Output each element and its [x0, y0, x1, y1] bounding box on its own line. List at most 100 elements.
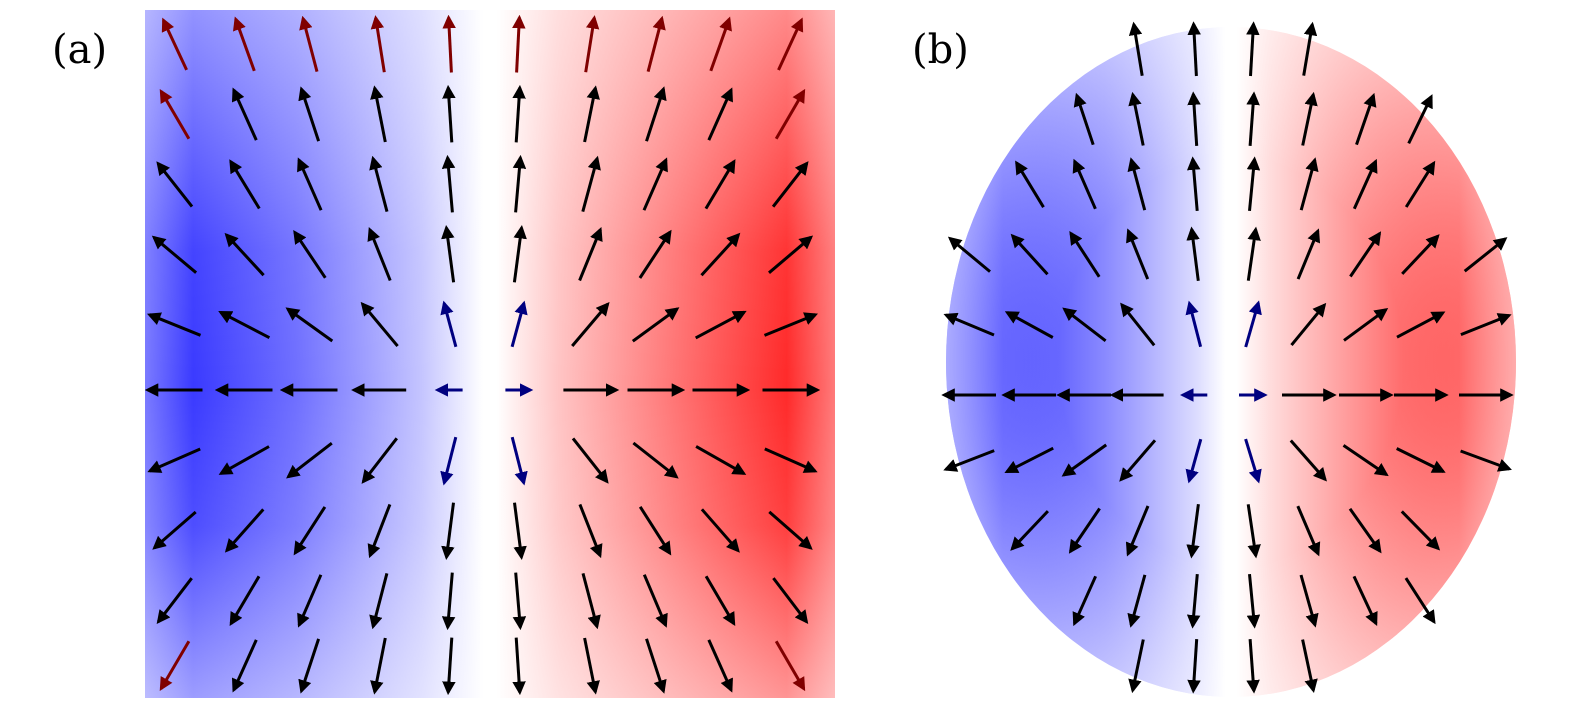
vector-arrow-icon	[638, 505, 672, 556]
vector-arrow-icon	[512, 14, 526, 73]
vector-arrow-icon	[298, 638, 321, 694]
vector-arrow-icon	[159, 88, 191, 140]
vector-arrow-icon	[1015, 160, 1045, 208]
vector-arrow-icon	[1186, 226, 1200, 281]
vector-arrow-icon	[1460, 449, 1512, 472]
vector-arrow-icon	[361, 437, 398, 484]
vector-arrow-icon	[299, 15, 319, 72]
vector-arrow-icon	[1463, 237, 1508, 273]
vector-arrow-icon	[231, 639, 258, 693]
vector-arrow-icon	[510, 436, 528, 486]
vector-arrow-icon	[147, 447, 201, 473]
vector-arrow-icon	[1119, 439, 1157, 482]
vector-arrow-icon	[704, 575, 736, 627]
vector-arrow-icon	[1187, 91, 1201, 146]
vector-arrow-icon	[1246, 573, 1261, 629]
vector-arrow-icon	[1061, 443, 1108, 477]
vector-arrow-icon	[1301, 91, 1318, 146]
vector-arrow-icon	[777, 17, 804, 71]
vector-arrow-icon	[583, 637, 600, 695]
vector-arrow-icon	[1289, 439, 1327, 482]
vector-arrow-icon	[1187, 21, 1201, 77]
panel-a-arrows	[144, 14, 821, 696]
vector-arrow-icon	[774, 88, 806, 140]
vector-arrow-icon	[298, 86, 321, 142]
vector-arrow-icon	[1401, 234, 1440, 275]
vector-arrow-icon	[510, 300, 528, 348]
vector-arrow-icon	[764, 447, 818, 473]
vector-arrow-icon	[512, 637, 526, 696]
vector-arrow-icon	[146, 312, 202, 337]
vector-arrow-icon	[1400, 510, 1441, 551]
vector-arrow-icon	[152, 510, 197, 550]
vector-arrow-icon	[581, 573, 601, 630]
vector-arrow-icon	[442, 637, 456, 696]
vector-arrow-icon	[707, 639, 733, 693]
vector-arrow-icon	[440, 300, 458, 348]
vector-arrow-icon	[218, 310, 271, 340]
vector-arrow-icon	[369, 573, 389, 630]
vector-arrow-icon	[293, 506, 327, 556]
vector-arrow-icon	[771, 161, 809, 208]
vector-arrow-icon	[1352, 158, 1378, 210]
vector-arrow-icon	[370, 15, 386, 73]
vector-arrow-icon	[286, 442, 333, 479]
vector-arrow-icon	[229, 159, 261, 210]
vector-arrow-icon	[1404, 577, 1436, 625]
vector-arrow-icon	[512, 84, 526, 143]
vector-arrow-icon	[232, 16, 256, 72]
vector-arrow-icon	[578, 503, 603, 559]
vector-arrow-icon	[1186, 504, 1200, 559]
vector-arrow-icon	[578, 226, 603, 282]
vector-arrow-icon	[285, 307, 334, 343]
vector-arrow-icon	[1299, 157, 1319, 211]
vector-arrow-icon	[1246, 21, 1260, 77]
vector-arrow-icon	[1186, 156, 1201, 212]
vector-arrow-icon	[442, 84, 456, 143]
vector-arrow-icon	[1404, 160, 1436, 208]
vector-arrow-icon	[1128, 639, 1145, 694]
vector-arrow-icon	[161, 17, 188, 71]
vector-arrow-icon	[297, 574, 323, 628]
vector-arrow-icon	[774, 640, 806, 692]
vector-arrow-icon	[943, 312, 995, 337]
vector-arrow-icon	[642, 574, 668, 628]
vector-arrow-icon	[367, 503, 392, 559]
vector-arrow-icon	[1246, 156, 1261, 212]
vector-arrow-icon	[1072, 158, 1097, 210]
vector-arrow-icon	[512, 154, 527, 213]
vector-arrow-icon	[646, 15, 666, 72]
vector-arrow-icon	[156, 577, 193, 624]
vector-arrow-icon	[947, 236, 991, 273]
vector-arrow-icon	[571, 437, 609, 484]
vector-arrow-icon	[1343, 308, 1389, 342]
vector-arrow-icon	[156, 161, 194, 208]
vector-arrow-icon	[1127, 157, 1147, 211]
vector-arrow-icon	[441, 225, 456, 283]
vector-arrow-icon	[369, 155, 389, 212]
vector-arrow-icon	[1246, 638, 1260, 694]
vector-arrow-icon	[293, 229, 327, 279]
vector-arrow-icon	[1244, 300, 1262, 348]
vector-arrow-icon	[440, 436, 458, 486]
panel-b-field	[941, 21, 1516, 697]
vector-arrow-icon	[1246, 226, 1261, 281]
vector-arrow-icon	[1187, 639, 1201, 694]
vector-arrow-icon	[512, 225, 527, 283]
vector-arrow-icon	[229, 575, 261, 627]
vector-arrow-icon	[151, 235, 198, 274]
vector-arrow-icon	[1185, 300, 1203, 348]
vector-arrow-icon	[1301, 639, 1318, 694]
vector-arrow-icon	[1062, 307, 1107, 342]
vector-arrow-icon	[707, 87, 733, 141]
vector-arrow-icon	[1348, 507, 1382, 554]
vector-arrow-icon	[700, 232, 741, 277]
vector-arrow-icon	[694, 310, 747, 340]
vector-arrow-icon	[642, 157, 668, 211]
vector-arrow-icon	[1349, 231, 1382, 278]
vector-arrow-icon	[700, 508, 740, 553]
vector-arrow-icon	[1246, 91, 1260, 147]
vector-arrow-icon	[442, 14, 456, 73]
vector-arrow-icon	[297, 157, 323, 211]
